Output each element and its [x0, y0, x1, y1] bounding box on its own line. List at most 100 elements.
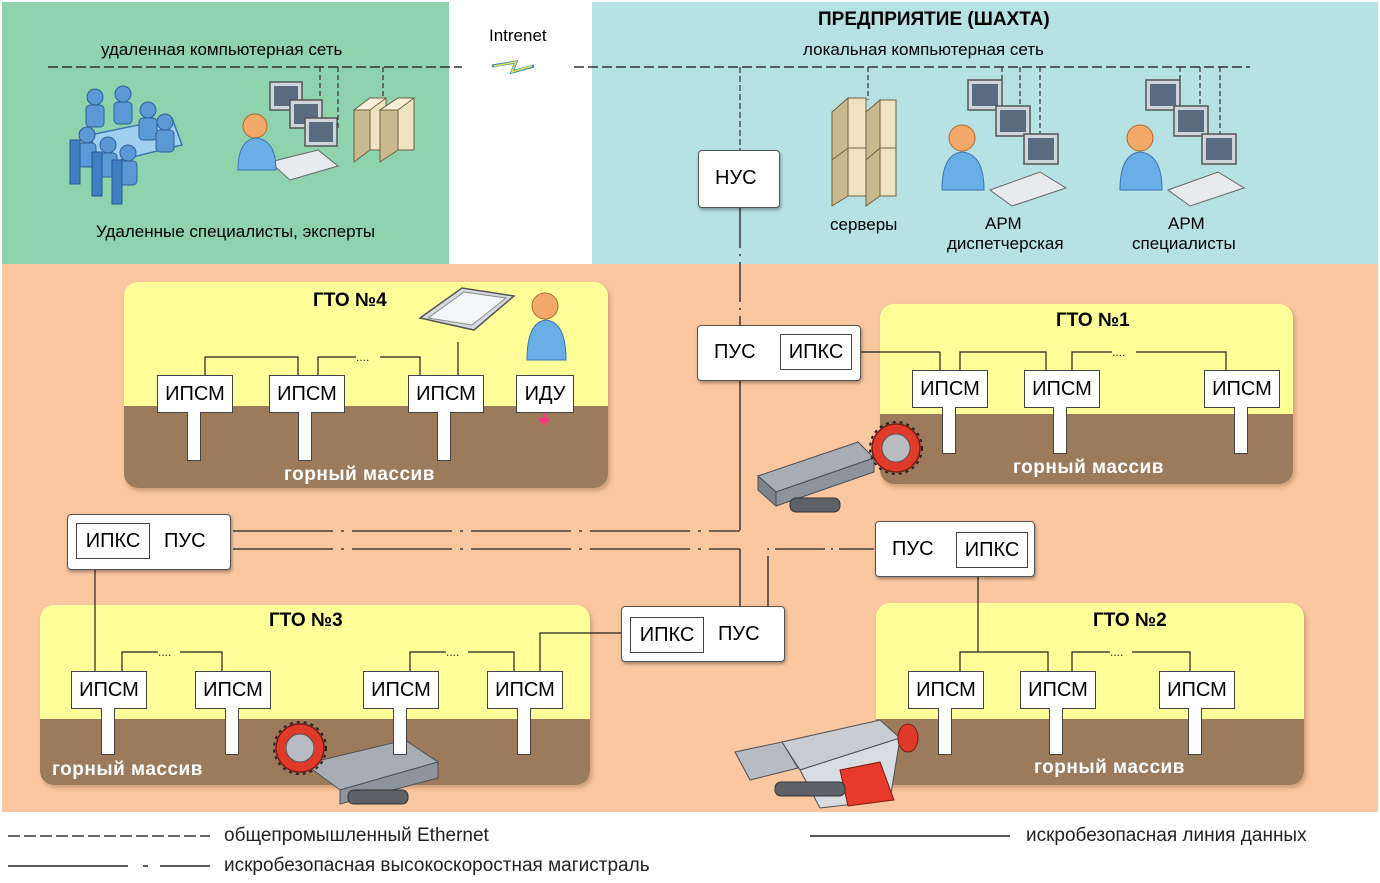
tablet-icon — [418, 287, 516, 331]
ipsm-device: ИПСМ — [912, 370, 988, 408]
gto3-rock-label: горный массив — [52, 759, 203, 780]
arm-dispatch-label-2: диспетчерская — [947, 234, 1064, 253]
pus-label: ПУС — [164, 530, 206, 552]
sensor-rod — [1188, 708, 1202, 755]
ipks-label: ИПКС — [964, 538, 1020, 561]
ellipsis-gto1: .... — [1112, 345, 1125, 359]
remote-workstation-icon — [237, 81, 340, 181]
ipsm-device: ИПСМ — [408, 375, 484, 413]
ipks-box: ИПКС — [630, 617, 704, 653]
arm-specialists-icon — [1119, 79, 1246, 207]
internet-zone — [449, 2, 592, 264]
sensor-rod — [298, 412, 312, 461]
ipsm-label: ИПСМ — [1028, 678, 1088, 701]
remote-server-icon — [352, 97, 416, 163]
pus-node-right: ПУС ИПКС — [875, 521, 1035, 577]
ipsm-label: ИПСМ — [1032, 377, 1092, 400]
ipsm-label: ИПСМ — [371, 678, 431, 701]
roadheader-icon — [734, 719, 919, 809]
sensor-rod — [1053, 407, 1067, 454]
ipsm-label: ИПСМ — [1167, 678, 1227, 701]
ipsm-device: ИПСМ — [1204, 370, 1280, 408]
ipks-label: ИПКС — [788, 340, 844, 363]
ipsm-device: ИПСМ — [157, 375, 233, 413]
nus-node: НУС — [698, 150, 780, 208]
ipsm-device: ИПСМ — [908, 671, 984, 709]
ipks-label: ИПКС — [639, 623, 695, 646]
meeting-room-icon — [69, 85, 183, 205]
pus-node-top: ПУС ИПКС — [697, 325, 861, 381]
mining-machine-icon — [757, 421, 923, 513]
pus-label: ПУС — [718, 623, 760, 645]
legend-ethernet-label: общепромышленный Ethernet — [224, 825, 489, 846]
remote-network-label: удаленная компьютерная сеть — [101, 40, 343, 59]
ipks-box: ИПКС — [956, 532, 1028, 568]
ipsm-device: ИПСМ — [1024, 370, 1100, 408]
pus-label: ПУС — [714, 341, 756, 363]
ipks-label: ИПКС — [85, 529, 141, 552]
gto4-title: ГТО №4 — [313, 290, 387, 311]
idu-device: ИДУ — [516, 375, 574, 413]
ipks-box: ИПКС — [76, 523, 150, 559]
ipsm-device: ИПСМ — [1020, 671, 1096, 709]
legend-area — [0, 812, 1380, 883]
remote-specialists-label: Удаленные специалисты, эксперты — [96, 222, 376, 241]
pus-label: ПУС — [892, 538, 934, 560]
legend-backbone-label: искробезопасная высокоскоростная магистр… — [224, 855, 650, 876]
arm-dispatch-label-1: АРМ — [985, 214, 1022, 233]
arm-specialists-label-1: АРМ — [1168, 214, 1205, 233]
ipsm-label: ИПСМ — [203, 678, 263, 701]
sensor-rod — [393, 708, 407, 755]
ipsm-label: ИПСМ — [165, 382, 225, 405]
mining-machine-icon — [273, 721, 440, 805]
arrow-down-icon — [538, 418, 550, 426]
ipsm-label: ИПСМ — [277, 382, 337, 405]
gto2-rock-label: горный массив — [1034, 757, 1185, 778]
ipsm-device: ИПСМ — [71, 671, 147, 709]
ipsm-device: ИПСМ — [195, 671, 271, 709]
pus-node-center: ИПКС ПУС — [621, 606, 785, 662]
sensor-rod — [942, 407, 956, 454]
ipsm-label: ИПСМ — [416, 382, 476, 405]
ipsm-device: ИПСМ — [269, 375, 345, 413]
operator-icon — [526, 292, 567, 361]
rock-layer — [124, 406, 608, 488]
ipks-box: ИПКС — [780, 334, 852, 370]
ipsm-device: ИПСМ — [363, 671, 439, 709]
sensor-rod — [225, 708, 239, 755]
ipsm-device: ИПСМ — [1159, 671, 1235, 709]
sensor-rod — [187, 412, 201, 461]
servers-icon — [831, 96, 897, 207]
ellipsis-gto3b: .... — [446, 645, 459, 659]
local-network-label: локальная компьютерная сеть — [803, 40, 1044, 59]
ipsm-label: ИПСМ — [1212, 377, 1272, 400]
gto3-title: ГТО №3 — [269, 610, 343, 631]
gto2-title: ГТО №2 — [1093, 610, 1167, 631]
gto4-rock-label: горный массив — [284, 464, 435, 485]
gto1-title: ГТО №1 — [1056, 310, 1130, 331]
enterprise-zone — [592, 2, 1378, 264]
sensor-rod — [1234, 407, 1248, 454]
servers-label: серверы — [830, 215, 898, 234]
arm-specialists-label-2: специалисты — [1132, 234, 1236, 253]
arm-dispatch-icon — [941, 79, 1068, 207]
legend-data-line-label: искробезопасная линия данных — [1026, 825, 1307, 846]
internet-label: Intrenet — [489, 26, 547, 45]
gto1-rock-label: горный массив — [1013, 457, 1164, 478]
enterprise-title: ПРЕДПРИЯТИЕ (ШАХТА) — [818, 9, 1050, 30]
ipsm-label: ИПСМ — [79, 678, 139, 701]
ellipsis-gto2: .... — [1110, 645, 1123, 659]
ipsm-device: ИПСМ — [487, 671, 563, 709]
ipsm-label: ИПСМ — [916, 678, 976, 701]
ipsm-label: ИПСМ — [495, 678, 555, 701]
sensor-rod — [101, 708, 115, 755]
sensor-rod — [517, 708, 531, 755]
ellipsis-gto3a: .... — [158, 645, 171, 659]
sensor-rod — [1049, 708, 1063, 755]
idu-label: ИДУ — [524, 382, 566, 405]
ellipsis-gto4: .... — [356, 350, 369, 364]
nus-label: НУС — [715, 167, 757, 189]
pus-node-left: ИПКС ПУС — [67, 514, 231, 570]
sensor-rod — [437, 412, 451, 461]
